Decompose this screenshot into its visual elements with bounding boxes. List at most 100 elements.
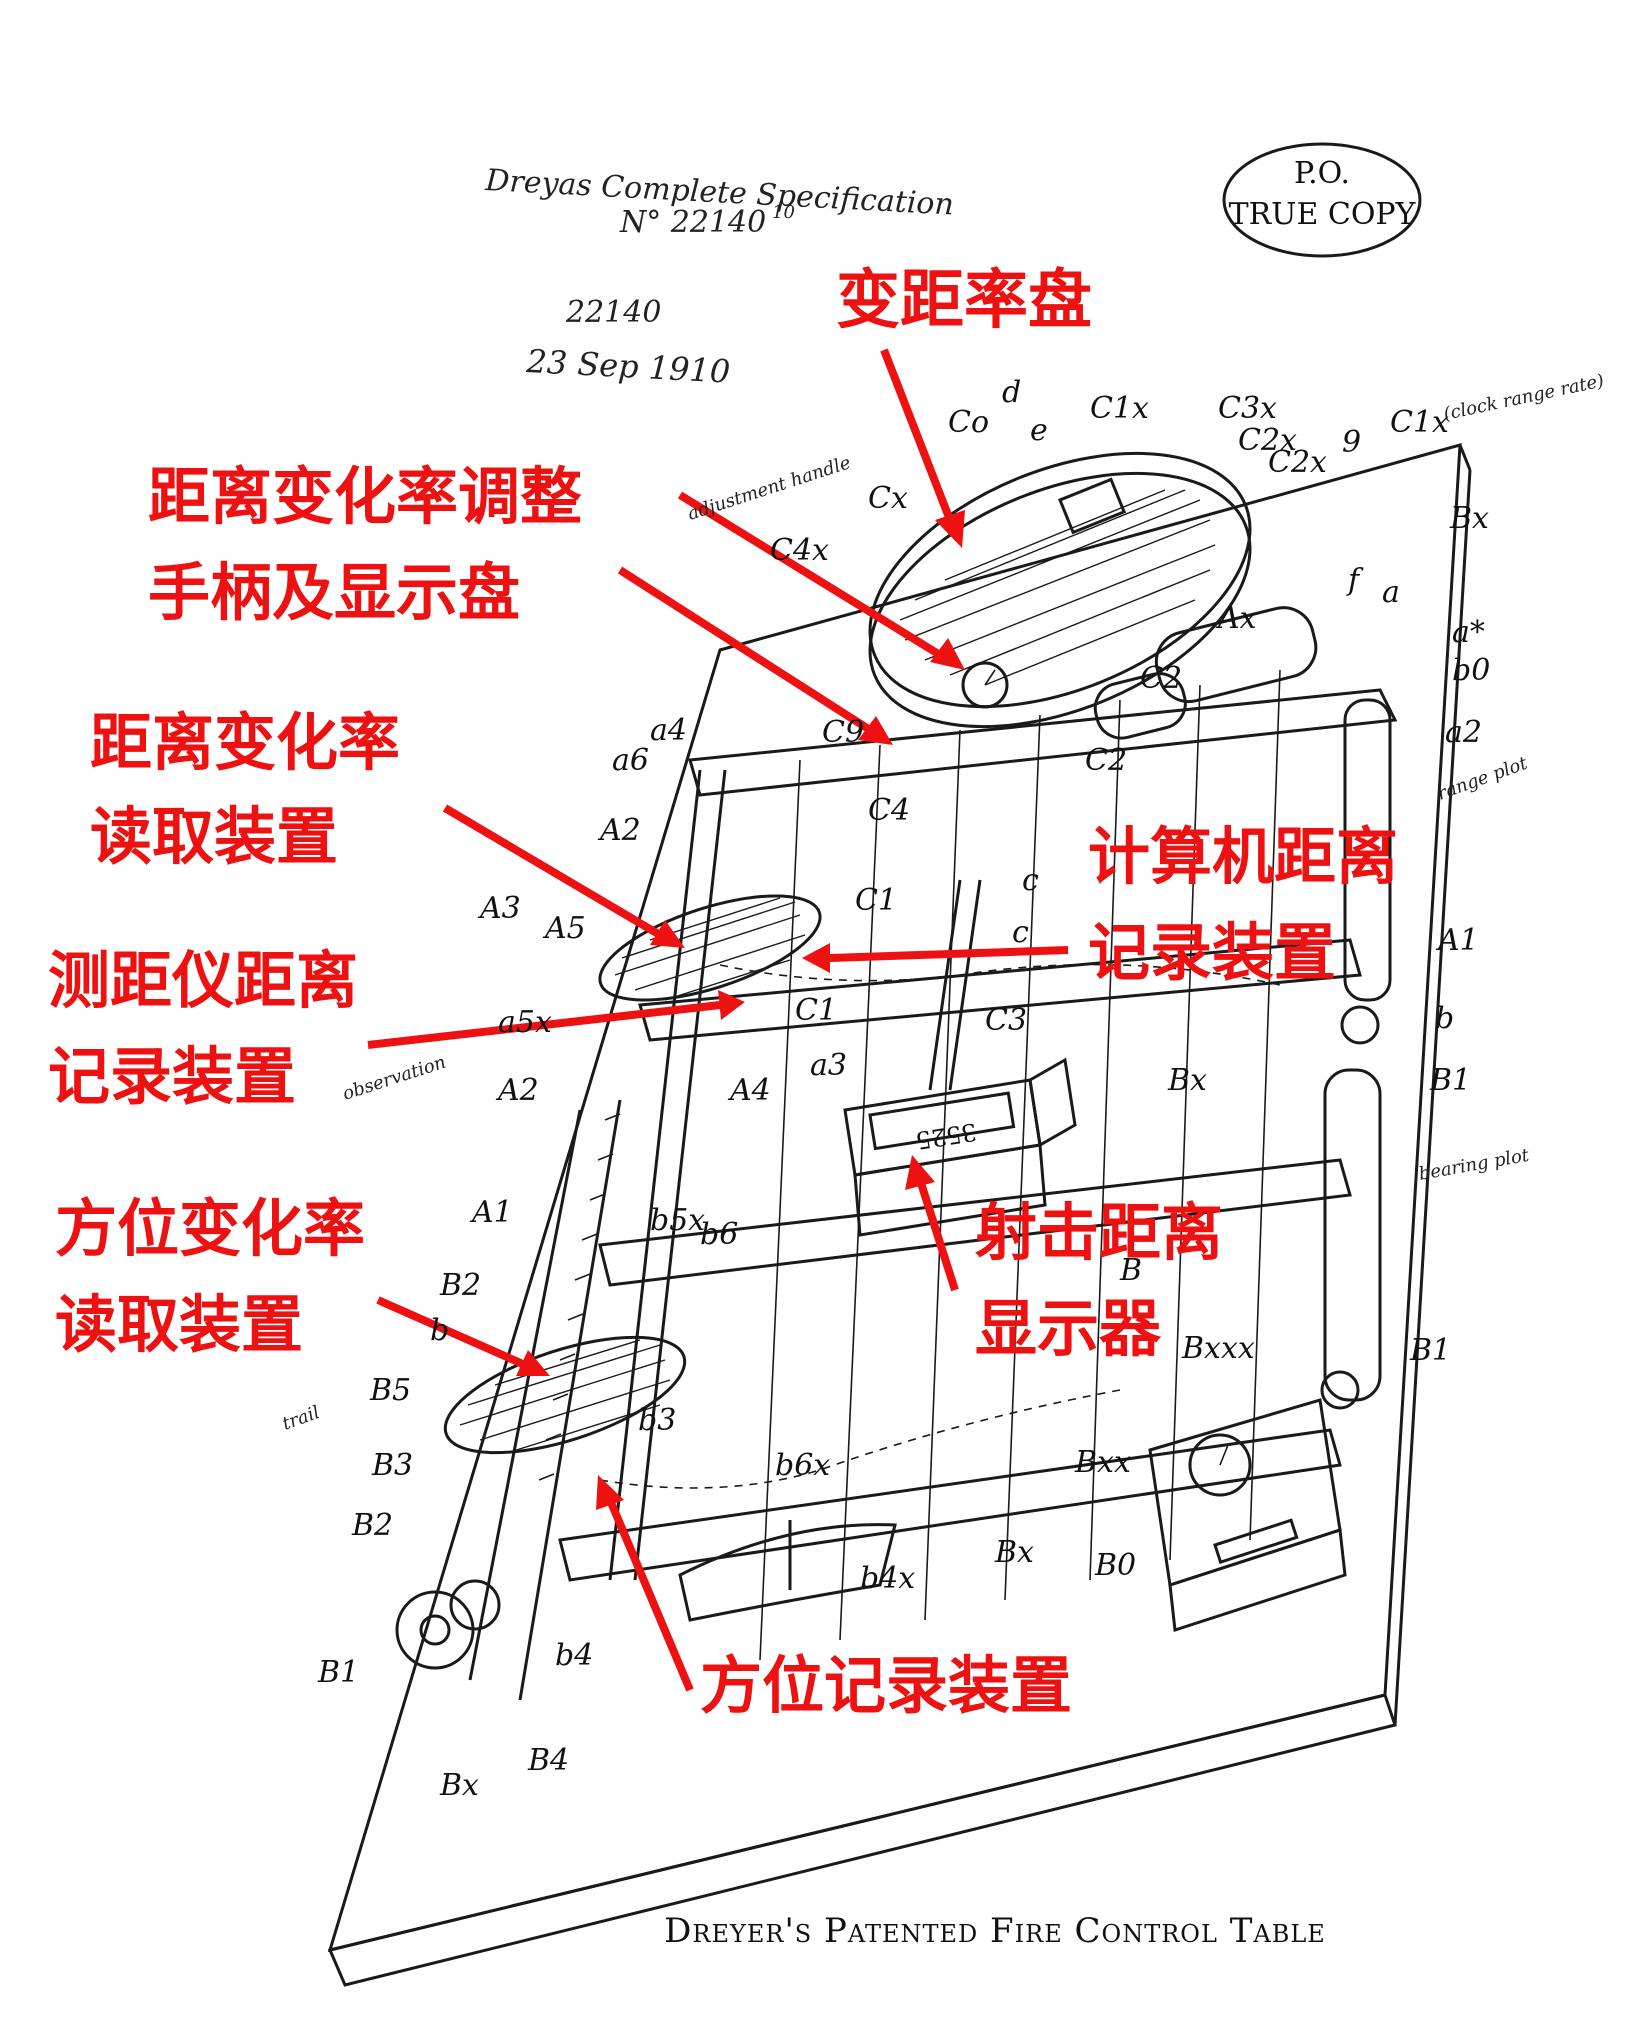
label-b0: b0 [1452,653,1490,688]
label-A1-r: A1 [1435,923,1479,958]
note-observation: observation [340,1052,448,1105]
label-d: d [1002,375,1021,410]
label-Bx-mid: Bx [1167,1063,1207,1098]
label-C1x-b: C1x [1390,405,1449,440]
label-A5: A5 [542,911,586,946]
callout-rangefinder-recorder-line1: 测距仪距离 [48,944,358,1017]
gun-range-display-box [843,1057,1077,1237]
callout-bearing-rate-reader-line2: 读取装置 [55,1288,303,1361]
label-A3: A3 [477,891,521,926]
callout-rangefinder-recorder-line2: 记录装置 [48,1040,296,1113]
label-C4: C4 [868,793,910,828]
label-C2-a: C2 [1140,661,1182,696]
label-C1-b: C1 [795,993,837,1028]
callout-gun-range-display-line2: 显示器 [975,1292,1162,1365]
cylinder-drums [1093,606,1318,740]
note-adjust-handle: adjustment handle [685,452,853,525]
note-range-plot: range plot [1435,752,1531,804]
label-b-r: b [1435,1001,1454,1036]
label-C2x-a: C2x [1238,423,1297,458]
label-b-lo: b [430,1313,449,1348]
label-Co: Co [948,405,989,440]
label-Bx-lo: Bx [994,1535,1034,1570]
label-ax: a* [1452,615,1485,650]
label-C1x: C1x [1090,391,1149,426]
callout-rate-handle-line2: 手柄及显示盘 [148,556,520,629]
label-b5x: b5x [650,1203,705,1238]
label-a: a [1382,575,1400,610]
label-B2-b: B2 [351,1508,393,1543]
label-b6x: b6x [775,1448,830,1483]
rails [558,688,1398,1582]
label-Bx-top: Bx [1449,501,1489,536]
label-Cx: Cx [868,481,908,516]
figure-caption: Dreyer's Patented Fire Control Table [664,1911,1326,1951]
label-a5x: a5x [498,1005,552,1040]
stamp-line1: P.O. [1294,156,1350,191]
plotted-curves [599,963,1281,1489]
patent-date: 23 Sep 1910 [525,342,732,391]
callout-computer-recorder-line2: 记录装置 [1088,916,1336,989]
callout-arrows [367,348,1069,1692]
label-b6: b6 [700,1217,738,1252]
range-rate-reader-disc [598,894,822,1002]
spec-line2: N° 22140 [619,205,766,240]
callout-range-rate-dial: 变距率盘 [836,264,1092,338]
label-B1-l: B1 [317,1655,359,1690]
label-A1-l: A1 [469,1195,513,1230]
label-C2x-b: C2x [1268,445,1327,480]
rate-indicator-dial [961,661,1009,709]
label-b3: b3 [638,1403,676,1438]
label-a3: a3 [810,1048,847,1083]
right-rollers [1320,698,1392,1410]
patent-number: 22140 [565,295,661,330]
label-a2: a2 [1445,715,1482,750]
stamp-line2: TRUE COPY [1229,197,1417,232]
callout-range-rate-reader-line1: 距离变化率 [90,706,400,779]
callout-bearing-recorder: 方位记录装置 [700,1649,1072,1722]
label-B1-r: B1 [1429,1063,1471,1098]
label-e: e [1030,413,1048,448]
label-a6: a6 [612,743,649,778]
label-A2-b: A2 [495,1073,539,1108]
label-B5: B5 [369,1373,411,1408]
label-Bxx: Bxx [1074,1445,1131,1480]
label-Bxxx: Bxxx [1181,1331,1255,1366]
callout-bearing-rate-reader-line1: 方位变化率 [55,1192,365,1265]
board-outline [327,442,1472,1987]
label-a4: a4 [650,713,687,748]
note-clock: (clock range rate) [1442,370,1606,425]
note-bearing-plot: bearing plot [1417,1145,1531,1185]
label-A2-a: A2 [597,813,641,848]
part-labels: Co d e C1x C3x C2x C2x 9 C1x Cx C4x Bx f… [317,375,1490,1803]
clock-box [1148,1398,1347,1632]
callout-computer-recorder-line1: 计算机距离 [1088,820,1398,893]
label-B1-r2: B1 [1409,1333,1451,1368]
label-A4: A4 [727,1073,771,1108]
bearing-arc [678,1520,897,1622]
bearing-rate-reader-disc [443,1335,687,1455]
label-C2-b: C2 [1085,743,1127,778]
label-C9: C9 [822,715,864,750]
label-B0: B0 [1094,1548,1136,1583]
label-c-b: c [1012,915,1029,950]
label-B2-a: B2 [439,1268,481,1303]
label-C1-a: C1 [855,883,897,918]
label-b4: b4 [555,1638,593,1673]
bottom-wheel [395,1579,501,1670]
label-Ax: Ax [1215,601,1257,636]
display-counter: 3525 [914,1117,979,1154]
label-B4x: b4x [860,1561,915,1596]
label-C3x: C3x [1218,391,1277,426]
label-C4x: C4x [770,533,829,568]
range-rate-dial [868,451,1252,729]
label-f: f [1346,563,1364,598]
callout-gun-range-display-line1: 射击距离 [975,1196,1223,1269]
label-9: 9 [1342,425,1361,460]
callout-range-rate-reader-line2: 读取装置 [90,800,338,873]
label-c-a: c [1022,863,1039,898]
callout-rate-handle-line1: 距离变化率调整 [148,460,582,533]
label-B4: B4 [527,1743,569,1778]
spec-sup: 10 [772,202,795,223]
